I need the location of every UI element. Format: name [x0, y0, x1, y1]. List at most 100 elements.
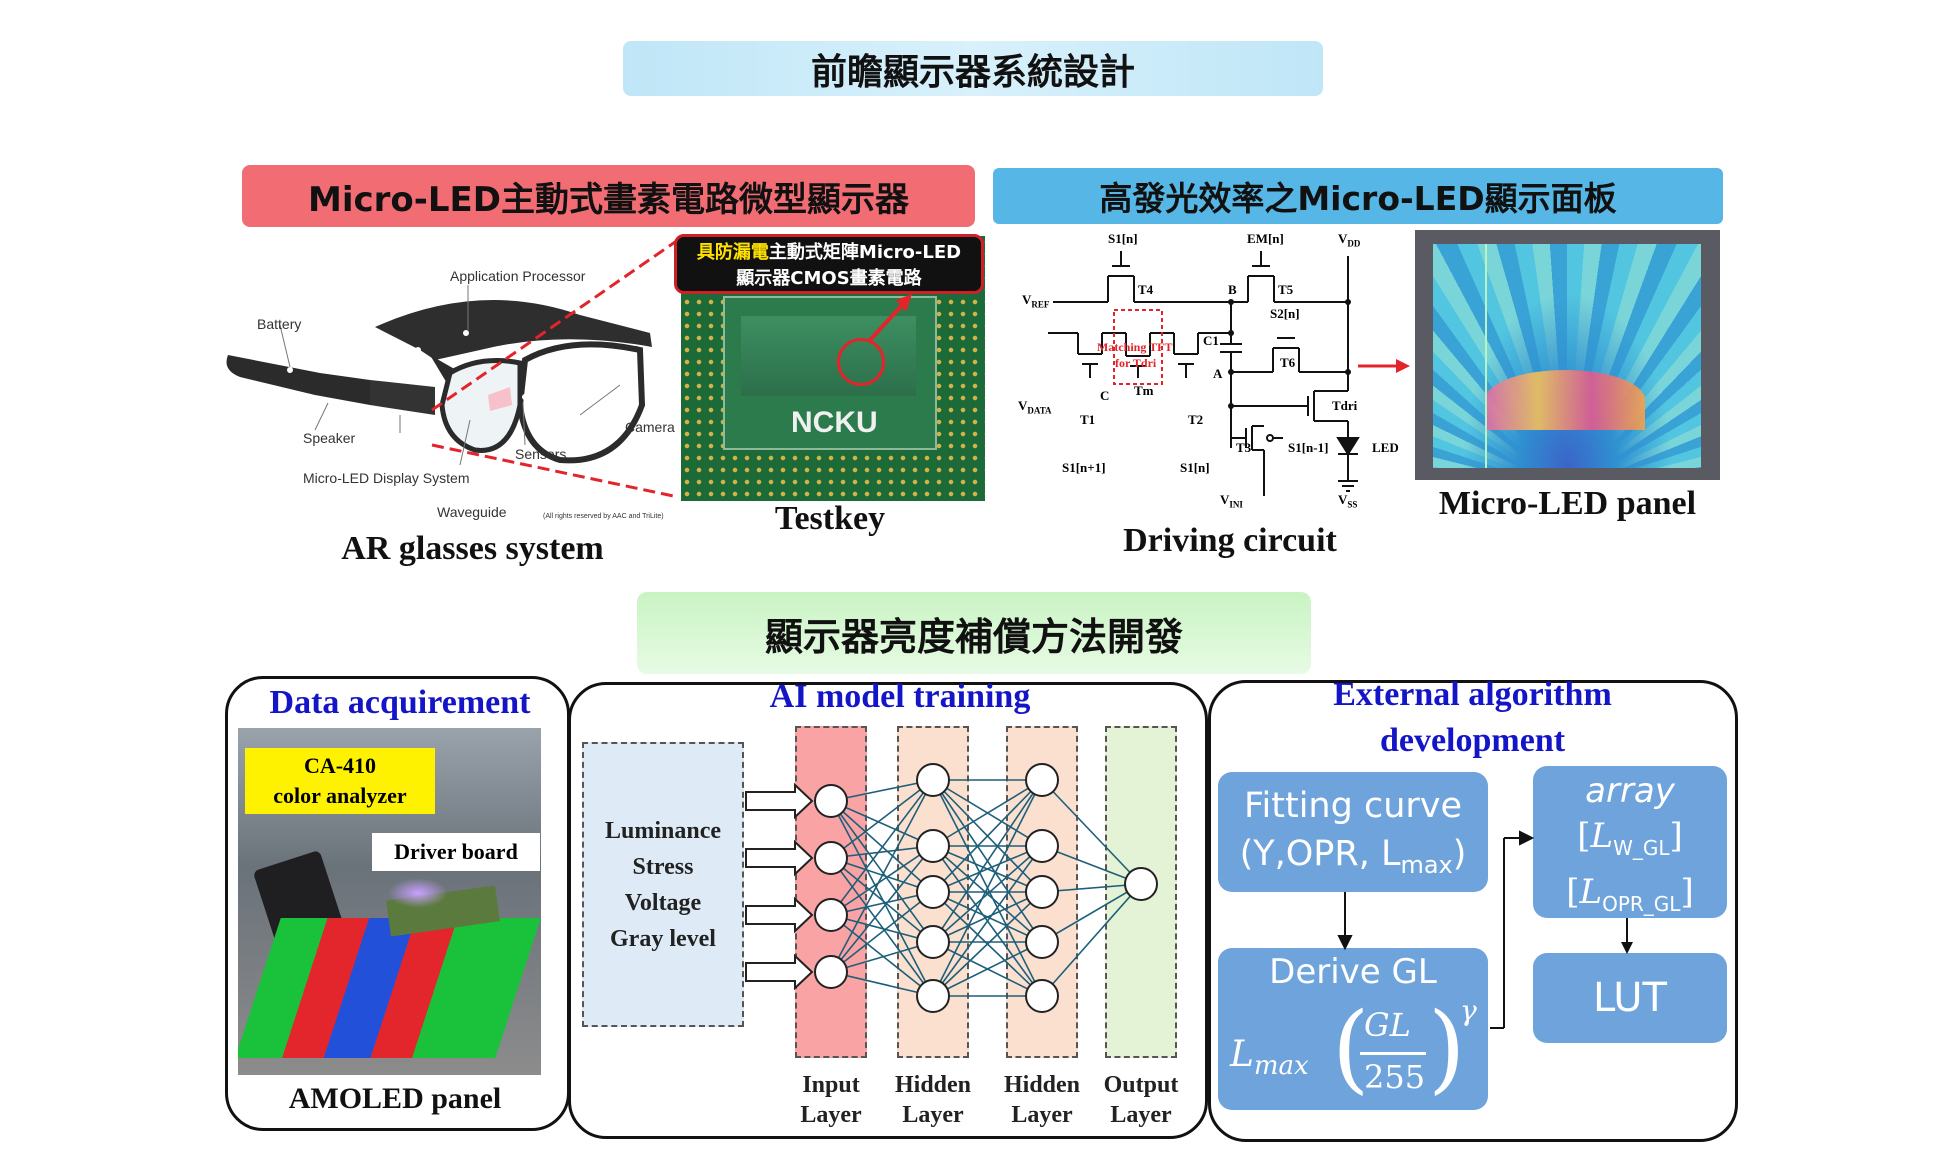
nn-node — [916, 763, 950, 797]
sensors-label: Sensors — [515, 446, 567, 462]
nn-connection — [932, 779, 1043, 847]
neural-network — [745, 763, 1158, 1013]
derive-gl-box: Derive GL Lmax ( GL 255 ) γ — [1218, 948, 1488, 1110]
layer-label-hidden2-1: Hidden — [1003, 1072, 1081, 1098]
label-vdd: VDD — [1338, 231, 1360, 249]
label-led: LED — [1372, 440, 1399, 455]
label-t3: T3 — [1236, 440, 1252, 455]
input-feature-3: Gray level — [610, 926, 716, 952]
waveguide-label: Waveguide — [437, 504, 507, 520]
formula: Lmax ( GL 255 ) γ — [1230, 994, 1480, 1106]
formula-denominator: 255 — [1364, 1058, 1426, 1096]
nn-connection — [830, 845, 934, 973]
array-row1-sub: W_GL — [1613, 835, 1670, 860]
bottom-section-banner: 顯示器亮度補償方法開發 — [637, 592, 1311, 674]
nn-connection — [932, 845, 1043, 997]
input-feature-2: Voltage — [624, 890, 702, 916]
layer-label-output-1: Output — [1103, 1072, 1179, 1098]
driving-circuit-schematic — [1048, 251, 1410, 496]
nn-connection — [932, 845, 1043, 893]
chip-ncku-text: NCKU — [791, 406, 878, 439]
array-to-lut-arrow — [1621, 918, 1633, 954]
nn-connection — [830, 857, 934, 997]
nn-connection — [932, 891, 1043, 943]
nn-connection — [830, 914, 934, 943]
nn-connection — [932, 779, 1043, 943]
nn-node — [814, 841, 848, 875]
nn-node — [1025, 763, 1059, 797]
input-feature-0: Luminance — [604, 818, 721, 844]
nn-connection — [830, 800, 934, 847]
input-features-box — [582, 742, 744, 1027]
ca410-line2: color analyzer — [273, 783, 407, 808]
nn-connection — [1041, 845, 1142, 885]
algo-title-line2: development — [1379, 722, 1566, 759]
formula-numerator: GL — [1364, 1006, 1411, 1044]
formula-l-main: L — [1230, 1034, 1254, 1075]
main-title: 前瞻顯示器系統設計 — [810, 51, 1135, 93]
nn-node — [916, 875, 950, 909]
testkey-connectors — [431, 238, 679, 499]
nn-node — [916, 925, 950, 959]
nn-connection — [830, 891, 934, 916]
vss-sub: SS — [1347, 499, 1358, 510]
ca410-label: CA-410 color analyzer — [245, 748, 435, 814]
input-feature-1: Stress — [632, 854, 694, 880]
label-s1np1: S1[n+1] — [1062, 460, 1106, 475]
nn-node — [1025, 925, 1059, 959]
callout-highlight: 具防漏電 — [696, 242, 769, 263]
camera-label: Camera — [625, 419, 675, 435]
nn-connection — [830, 845, 934, 859]
input-arrow — [745, 839, 814, 877]
driver-board-label: Driver board — [372, 833, 540, 871]
layer-label-input-1: Input — [802, 1072, 860, 1098]
algorithm-arrows — [1337, 830, 1628, 1029]
left-section-banner: Micro-LED主動式畫素電路微型顯示器 — [242, 165, 975, 227]
formula-l-sub: max — [1253, 1051, 1309, 1082]
layer-label-hidden2-2: Layer — [1011, 1102, 1073, 1128]
label-tdri: Tdri — [1332, 398, 1358, 413]
fitting-curve-box: Fitting curve (Y,OPR, Lmax) — [1218, 772, 1488, 892]
nn-connection — [830, 779, 934, 859]
vdata-v: V — [1018, 398, 1028, 413]
layer-label-input-2: Layer — [800, 1102, 862, 1128]
nn-connection — [932, 845, 1043, 943]
callout-line2: 顯示器CMOS畫素電路 — [736, 268, 922, 289]
label-c1: C1 — [1203, 333, 1219, 348]
data-acquirement-title: Data acquirement — [269, 684, 531, 721]
label-t4: T4 — [1138, 282, 1154, 297]
label-s2n: S2[n] — [1270, 306, 1300, 321]
nn-connection — [830, 779, 934, 802]
array-title: array — [1585, 771, 1675, 811]
left-section-title: Micro-LED主動式畫素電路微型顯示器 — [308, 179, 909, 220]
layer-label-hidden1-1: Hidden — [894, 1072, 972, 1098]
ai-training-title: AI model training — [769, 678, 1031, 715]
array-box: array [LW_GL] [LOPR_GL] — [1533, 766, 1727, 918]
lut-label: LUT — [1592, 975, 1667, 1021]
chip-bondwire-area — [741, 316, 916, 396]
vini-v: V — [1220, 492, 1230, 507]
vref-v: V — [1022, 292, 1032, 307]
input-arrow — [745, 953, 814, 991]
nn-node — [916, 829, 950, 863]
testkey-caption: Testkey — [774, 500, 886, 537]
layer-label-output-2: Layer — [1110, 1102, 1172, 1128]
driving-circuit-caption: Driving circuit — [1123, 522, 1337, 559]
nn-node — [916, 979, 950, 1013]
label-b: B — [1228, 282, 1237, 297]
vini-sub: INI — [1229, 499, 1243, 510]
chip-highlight-circle — [837, 338, 885, 386]
nn-connection — [830, 800, 934, 943]
panel-green-line — [1485, 244, 1487, 468]
label-vref: VREF — [1022, 292, 1049, 310]
amoled-caption: AMOLED panel — [288, 1082, 502, 1115]
micro-led-panel-caption: Micro-LED panel — [1438, 485, 1697, 522]
callout-line1: 主動式矩陣Micro-LED — [768, 242, 962, 263]
nn-connection — [830, 971, 934, 997]
right-section-banner: 高發光效率之Micro-LED顯示面板 — [993, 168, 1723, 224]
layer-label-hidden1-2: Layer — [902, 1102, 964, 1128]
nn-connection — [1041, 779, 1142, 885]
fitting-line2-a: (Y,OPR, L — [1239, 834, 1401, 874]
input-arrow — [745, 896, 814, 934]
nn-connection — [830, 891, 934, 973]
